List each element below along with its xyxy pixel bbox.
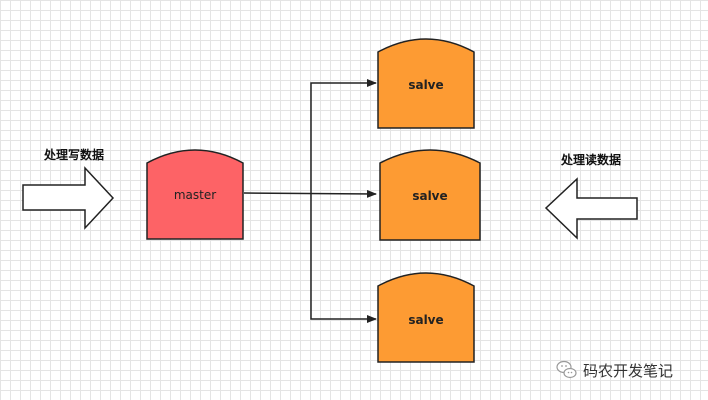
slave-node-bottom: salve [377,272,475,363]
slave-label: salve [408,313,443,327]
master-to-middle-connector [243,189,377,198]
read-label: 处理读数据 [560,152,621,167]
trunk-to-top-connector [310,79,377,193]
slave-shape [377,38,475,129]
trunk-to-bottom-connector [310,193,377,323]
connectors [243,79,377,323]
slave-node-middle: salve [379,149,481,241]
slave-shape [377,272,475,363]
slave-label: salve [408,78,443,92]
write-arrow-icon [22,166,115,230]
master-shape [146,149,244,240]
read-arrow-icon [544,177,638,240]
write-label: 处理写数据 [43,147,104,162]
master-label: master [174,188,216,202]
watermark: 码农开发笔记 [556,360,673,380]
slave-node-top: salve [377,38,475,129]
slave-shape [379,149,481,241]
watermark-text: 码农开发笔记 [583,362,673,380]
wechat-icon [556,360,577,379]
slave-label: salve [412,189,447,203]
master-node: master [146,149,244,240]
